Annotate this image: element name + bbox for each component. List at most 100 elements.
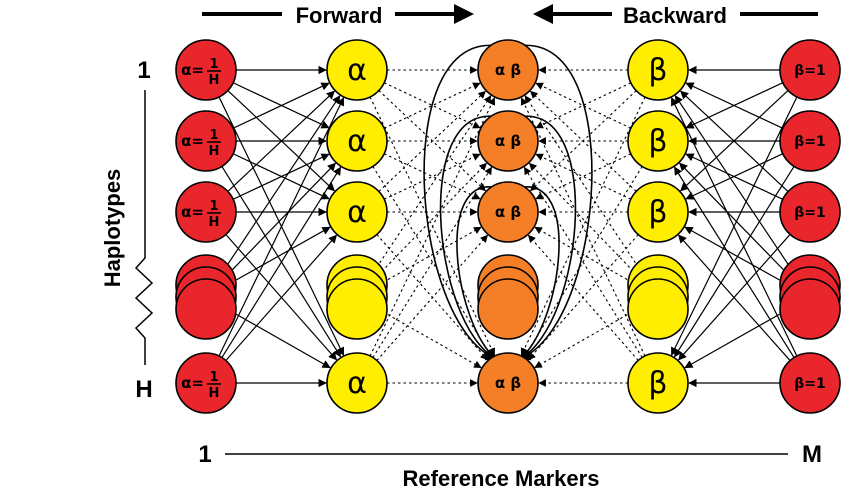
beta-stack: [627, 254, 689, 340]
edge-backward: [535, 153, 632, 200]
init-alpha-denominator: H: [209, 215, 220, 230]
reference-markers-label: Reference Markers: [403, 466, 600, 491]
init-alpha-stack: [175, 254, 237, 340]
init-alpha-denominator: H: [209, 73, 220, 88]
forward-label: Forward: [296, 3, 383, 28]
edge-backward: [529, 90, 637, 192]
init-alpha-lhs: α=: [181, 374, 204, 392]
alpha-circle: [326, 181, 388, 243]
init-alpha-numerator: 1: [209, 128, 218, 143]
alpha-beta-symbol: α β: [495, 132, 522, 150]
backward-header: Backward: [533, 3, 818, 28]
posterior-circle: [477, 352, 539, 414]
init-alpha-node: α= 1H: [175, 181, 237, 243]
posterior-curve: [456, 186, 499, 360]
init-beta-circle: [779, 110, 841, 172]
init-beta-label: β=1: [794, 205, 826, 221]
posterior-curves: [423, 44, 593, 361]
edge-forward: [377, 162, 487, 276]
init-beta-node: β=1: [779, 181, 841, 243]
edge-backward-init: [671, 97, 798, 357]
edge-backward: [527, 234, 639, 361]
transition-edges: [218, 65, 798, 388]
alpha-stack: [326, 254, 388, 340]
edge-forward-init: [232, 82, 330, 129]
beta-symbol: β: [648, 53, 667, 88]
posterior-node: α β: [477, 110, 539, 172]
init-alpha-lhs: α=: [181, 132, 204, 150]
forward-header: Forward: [202, 3, 474, 28]
edge-forward-init: [226, 162, 337, 276]
posterior-circle: [477, 110, 539, 172]
edge-forward: [383, 82, 481, 129]
edge-backward: [534, 311, 633, 369]
marker-label-first: 1: [198, 441, 211, 468]
posterior-node: α β: [477, 352, 539, 414]
init-beta-stack: [779, 254, 841, 340]
edge-forward: [378, 90, 486, 192]
alpha-node: α: [326, 110, 388, 172]
beta-node: β: [627, 39, 689, 101]
posterior-curve: [517, 186, 560, 360]
posterior-curve: [517, 115, 577, 360]
beta-node: β: [627, 181, 689, 243]
edge-backward-init: [674, 95, 794, 273]
init-alpha-lhs: α=: [181, 61, 204, 79]
posterior-curve: [423, 44, 499, 361]
beta-circle: [627, 181, 689, 243]
alpha-node: α: [326, 39, 388, 101]
haplotypes-label: Haplotypes: [100, 169, 125, 288]
alpha-symbol: α: [347, 124, 367, 159]
stack-circle: [175, 278, 237, 340]
stack-circle: [477, 278, 539, 340]
alpha-node: α: [326, 352, 388, 414]
beta-circle: [627, 39, 689, 101]
edge-backward-init: [684, 226, 785, 283]
edge-forward-init: [231, 226, 331, 283]
init-alpha-lhs: α=: [181, 203, 204, 221]
alpha-node: α: [326, 181, 388, 243]
alpha-beta-symbol: α β: [495, 61, 522, 79]
beta-symbol: β: [648, 366, 667, 401]
init-beta-node: β=1: [779, 39, 841, 101]
posterior-circle: [477, 181, 539, 243]
alpha-beta-symbol: α β: [495, 203, 522, 221]
edge-forward-init: [221, 166, 342, 358]
posterior-curve: [439, 115, 499, 360]
init-alpha-node: α=1H: [175, 110, 237, 172]
edge-backward-init: [679, 162, 790, 276]
init-alpha-circle: [175, 352, 237, 414]
edge-forward-init: [222, 95, 341, 273]
init-beta-label: β=1: [794, 376, 826, 392]
edge-backward: [523, 166, 643, 358]
edge-backward-init: [685, 82, 784, 129]
row-label-last: H: [135, 376, 152, 403]
alpha-symbol: α: [347, 53, 367, 88]
init-alpha-circle: [175, 181, 237, 243]
init-alpha-circle: [175, 39, 237, 101]
haplotype-axis-line: [134, 90, 154, 365]
ellipsis-stacks: [175, 254, 841, 340]
init-beta-circle: [779, 39, 841, 101]
init-alpha-numerator: 1: [209, 199, 218, 214]
edge-backward: [535, 82, 632, 129]
init-alpha-node: α=1H: [175, 352, 237, 414]
init-beta-label: β=1: [794, 134, 826, 150]
init-alpha-node: α=1H: [175, 39, 237, 101]
alpha-symbol: α: [347, 195, 367, 230]
init-beta-node: β=1: [779, 352, 841, 414]
edge-forward-init: [225, 234, 338, 361]
edge-backward-init: [680, 90, 789, 192]
edge-forward: [372, 166, 493, 358]
stack-circle: [627, 278, 689, 340]
haplotype-axis: 1 H Haplotypes: [100, 57, 154, 403]
alpha-circle: [326, 352, 388, 414]
edge-forward: [373, 95, 492, 273]
init-beta-circle: [779, 352, 841, 414]
init-alpha-numerator: 1: [209, 370, 218, 385]
marker-axis: 1 M Reference Markers: [198, 441, 822, 491]
edge-forward: [383, 82, 481, 129]
edge-forward: [376, 234, 488, 361]
